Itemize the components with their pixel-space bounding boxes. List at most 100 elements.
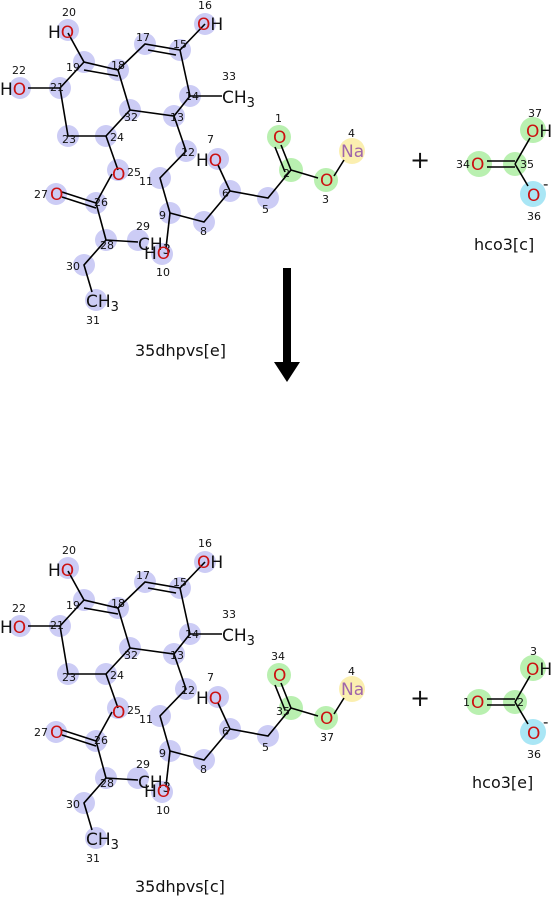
svg-text:32: 32	[124, 649, 138, 662]
svg-text:29: 29	[136, 758, 150, 771]
svg-text:24: 24	[110, 131, 124, 144]
ch3-33: CH3	[222, 88, 255, 111]
svg-text:12: 12	[181, 684, 195, 697]
bottom-ion-o-double: O	[471, 693, 484, 713]
ho-22: HO	[0, 80, 26, 100]
bottom-ester-c-num: 35	[276, 705, 290, 718]
o-27: O	[50, 185, 63, 205]
svg-text:13: 13	[170, 111, 184, 124]
svg-text:14: 14	[185, 628, 199, 641]
ho-10: HO	[144, 782, 170, 802]
top-panel: HO OH HO CH3 HO O O CH3 HO CH3 O O Na 20…	[0, 0, 552, 360]
bottom-ion-o-minus: O	[527, 724, 540, 744]
o-3: O	[320, 171, 333, 191]
top-ion-o-minus: O	[527, 186, 540, 206]
top-ester-na-num: 4	[348, 127, 355, 140]
na-4: Na	[341, 680, 364, 700]
bottom-bicarbonate: OH O O - 3 1 2 36	[463, 645, 552, 761]
bottom-ion-num-c: 2	[517, 696, 524, 709]
svg-text:11: 11	[139, 713, 153, 726]
ch3-31: CH3	[86, 830, 119, 853]
top-bicarbonate: OH O O - 37 34 35 36	[456, 107, 552, 223]
bottom-molecule-label: 35dhpvs[c]	[135, 877, 225, 896]
svg-text:13: 13	[170, 649, 184, 662]
o-1: O	[273, 128, 286, 148]
ho-22: HO	[0, 618, 26, 638]
svg-text:20: 20	[62, 6, 76, 19]
bottom-ion-num-otop: 3	[530, 645, 537, 658]
top-ion-label: hco3[c]	[474, 235, 534, 254]
svg-text:14: 14	[185, 90, 199, 103]
ho-7: HO	[196, 151, 222, 171]
svg-text:27: 27	[34, 188, 48, 201]
svg-text:26: 26	[94, 196, 108, 209]
svg-text:30: 30	[66, 260, 80, 273]
oh-20: HO	[48, 561, 74, 581]
svg-text:24: 24	[110, 669, 124, 682]
ch3-31: CH3	[86, 292, 119, 315]
bottom-plus-sign: +	[410, 684, 430, 712]
svg-text:21: 21	[50, 619, 64, 632]
svg-text:12: 12	[181, 146, 195, 159]
svg-text:23: 23	[62, 671, 76, 684]
top-ester-o1-num: 1	[275, 112, 282, 125]
svg-text:8: 8	[200, 225, 207, 238]
svg-text:25: 25	[127, 704, 141, 717]
svg-text:21: 21	[50, 81, 64, 94]
svg-text:33: 33	[222, 70, 236, 83]
bottom-ion-num-ominus: 36	[527, 748, 541, 761]
top-plus-sign: +	[410, 146, 430, 174]
top-molecule: HO OH HO CH3 HO O O CH3 HO CH3 O O Na 20…	[0, 0, 365, 327]
top-ion-minus-sign: -	[543, 175, 548, 193]
svg-text:10: 10	[156, 266, 170, 279]
atom-numbers: 20 16 17 15 19 18 22 21 33 14 32 13 23 2…	[12, 0, 355, 327]
bottom-ion-label: hco3[e]	[472, 773, 533, 792]
svg-text:15: 15	[173, 576, 187, 589]
ho-10: HO	[144, 244, 170, 264]
svg-text:15: 15	[173, 38, 187, 51]
svg-text:27: 27	[34, 726, 48, 739]
bottom-ester-o-single-num: 37	[320, 731, 334, 744]
svg-text:5: 5	[262, 203, 269, 216]
bonds	[28, 561, 345, 831]
bottom-molecule: HO OH HO CH3 HO O O CH3 HO CH3 O O Na 20…	[0, 537, 365, 865]
svg-text:7: 7	[207, 133, 214, 146]
top-ion-num-c: 35	[520, 158, 534, 171]
svg-text:23: 23	[62, 133, 76, 146]
svg-text:17: 17	[136, 569, 150, 582]
o-37: O	[320, 709, 333, 729]
na-4: Na	[341, 142, 364, 162]
svg-text:16: 16	[198, 0, 212, 12]
svg-text:31: 31	[86, 852, 100, 865]
bottom-ion-num-oleft: 1	[463, 696, 470, 709]
o-25: O	[112, 165, 125, 185]
top-ion-num-oleft: 34	[456, 158, 470, 171]
svg-text:11: 11	[139, 175, 153, 188]
top-ester-c2-num: 2	[283, 167, 290, 180]
svg-text:10: 10	[156, 804, 170, 817]
oh-16: OH	[197, 553, 223, 573]
bottom-panel: HO OH HO CH3 HO O O CH3 HO CH3 O O Na 20…	[0, 537, 552, 896]
top-ion-num-otop: 37	[528, 107, 542, 120]
svg-text:6: 6	[222, 725, 229, 738]
bottom-ester-na-num: 4	[348, 665, 355, 678]
svg-text:22: 22	[12, 602, 26, 615]
svg-text:28: 28	[100, 239, 114, 252]
oh-20: HO	[48, 23, 74, 43]
svg-text:18: 18	[111, 597, 125, 610]
bottom-ester-o-num: 34	[271, 650, 285, 663]
atom-numbers: 20 16 17 15 19 18 22 21 33 14 32 13 23 2…	[12, 537, 355, 865]
o-34: O	[273, 666, 286, 686]
svg-text:7: 7	[207, 671, 214, 684]
svg-text:20: 20	[62, 544, 76, 557]
bottom-ion-oh: OH	[526, 660, 552, 680]
svg-text:25: 25	[127, 166, 141, 179]
atom-highlights	[9, 13, 365, 311]
ch3-33: CH3	[222, 626, 255, 649]
svg-text:5: 5	[262, 741, 269, 754]
svg-text:31: 31	[86, 314, 100, 327]
svg-text:30: 30	[66, 798, 80, 811]
svg-text:16: 16	[198, 537, 212, 550]
svg-text:32: 32	[124, 111, 138, 124]
